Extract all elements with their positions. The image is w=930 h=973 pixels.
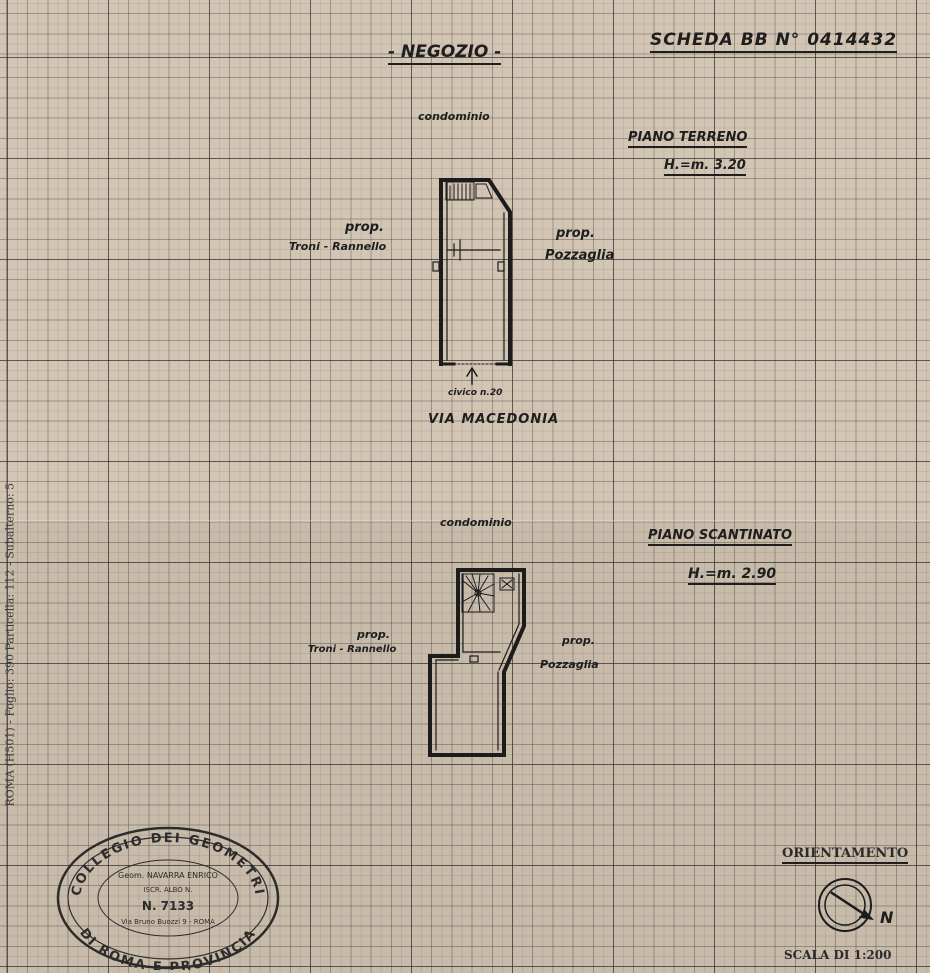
basement-east-prop: prop. (562, 634, 595, 647)
card-id: SCHEDA BB N° 0414432 (650, 30, 898, 53)
paper-fold (0, 520, 930, 522)
svg-text:DI ROMA E PROVINCIA: DI ROMA E PROVINCIA (76, 926, 260, 970)
stamp-name: Geom. NAVARRA ENRICO (118, 871, 218, 880)
ground-east-owner: Pozzaglia (545, 248, 615, 263)
basement-height: H.=m. 2.90 (688, 566, 777, 585)
cadastral-side-note: ROMA (H501) - Foglio: 390 Particella: 11… (3, 482, 17, 807)
basement-east-owner: Pozzaglia (540, 658, 599, 671)
stamp-number: N. 7133 (142, 899, 194, 913)
ground-floor-title: PIANO TERRENO (628, 130, 748, 148)
surveyor-stamp: COLLEGIO DEI GEOMETRI DI ROMA E PROVINCI… (52, 820, 282, 973)
basement-plan (428, 568, 526, 757)
ground-east-prop: prop. (556, 226, 595, 241)
ground-floor-stair (445, 181, 493, 201)
basement-west-owner: Troni - Rannello (308, 644, 397, 655)
ground-floor-plan (432, 178, 512, 366)
ground-west-owner: Troni - Rannello (289, 240, 387, 253)
ground-street-label: VIA MACEDONIA (428, 412, 560, 427)
stamp-mid: ISCR. ALBO N. (143, 886, 192, 894)
stamp-address: Via Bruno Buozzi 9 - ROMA (121, 918, 215, 926)
basement-title: PIANO SCANTINATO (648, 528, 793, 546)
compass-icon (818, 878, 874, 932)
sheet-title: - NEGOZIO - (388, 42, 502, 65)
ground-west-prop: prop. (345, 220, 384, 235)
entrance-arrow (453, 363, 498, 385)
ground-entrance-label: civico n.20 (448, 388, 503, 398)
orientation-label: ORIENTAMENTO (782, 846, 909, 864)
ground-north-neighbor: condominio (418, 110, 490, 123)
north-letter: N (880, 908, 894, 927)
stamp-outer-bottom: DI ROMA E PROVINCIA (76, 926, 258, 973)
scale-label: SCALA DI 1:200 (784, 948, 892, 962)
basement-north-neighbor: condominio (440, 516, 512, 529)
ground-floor-height: H.=m. 3.20 (664, 158, 746, 176)
basement-west-prop: prop. (357, 628, 390, 641)
basement-stair (461, 573, 515, 613)
